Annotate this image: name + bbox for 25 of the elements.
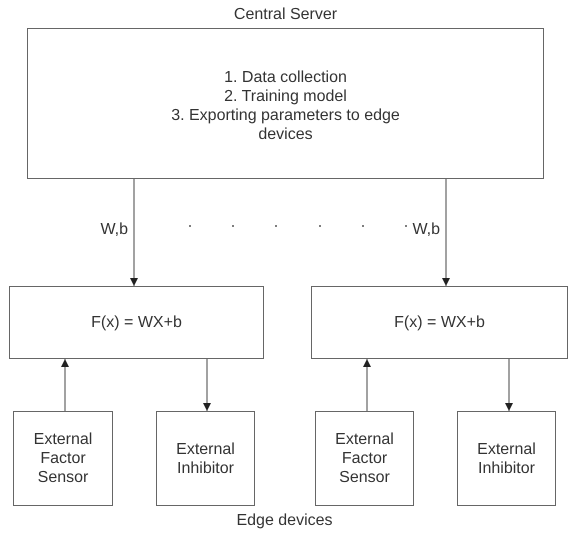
box-text: 1. Data collection	[223, 68, 348, 86]
process-box	[13, 411, 113, 506]
process-box	[311, 286, 568, 359]
process-box	[457, 411, 556, 506]
box-text: 3. Exporting parameters to edge devices	[170, 106, 401, 144]
box-text: External Factor Sensor	[32, 430, 94, 487]
process-box	[9, 286, 264, 359]
box-text: External Inhibitor	[476, 440, 537, 478]
arrow	[505, 358, 513, 412]
box-text: F(x) = WX+b	[394, 313, 485, 332]
box-text: External Factor Sensor	[334, 430, 395, 487]
edge-label: W,b	[100, 222, 128, 238]
process-box	[315, 411, 414, 506]
arrow	[61, 358, 69, 412]
arrow	[442, 178, 450, 286]
box-text: 2. Training model	[223, 86, 348, 106]
edge-label: W,b	[412, 222, 440, 238]
box-text: External Inhibitor	[175, 440, 236, 478]
arrow	[363, 358, 371, 412]
process-box	[156, 411, 255, 506]
box-text: F(x) = WX+b	[91, 313, 182, 332]
arrow	[130, 178, 138, 286]
box-heading: Central Server	[232, 5, 338, 24]
group-caption: Edge devices	[235, 513, 334, 529]
arrow	[203, 358, 211, 412]
